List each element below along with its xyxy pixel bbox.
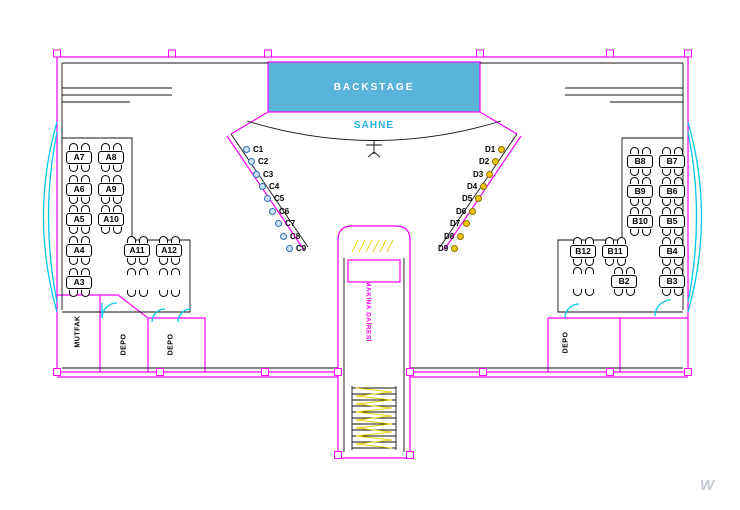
seat-d2[interactable]: D2 [479, 157, 500, 166]
table-b2[interactable]: B2 [611, 267, 637, 296]
table-label: B8 [627, 155, 653, 168]
table-b12[interactable]: B12 [570, 237, 596, 266]
seat-d8[interactable]: D8 [444, 232, 465, 241]
seat-c1[interactable]: C1 [243, 145, 263, 154]
room-label-kitchen: MUTFAK [74, 315, 82, 348]
table-label: B5 [659, 215, 685, 228]
table-b7[interactable]: B7 [659, 147, 685, 176]
table-label: B9 [627, 185, 653, 198]
table-label: B10 [627, 215, 653, 228]
seat-d5[interactable]: D5 [462, 194, 483, 203]
table-label: A11 [124, 244, 150, 257]
column-markers [53, 49, 692, 459]
table-b9[interactable]: B9 [627, 177, 653, 206]
table-label: B4 [659, 245, 685, 258]
seat-d6[interactable]: D6 [456, 207, 477, 216]
yellow-hatch [351, 239, 394, 449]
seat-dot [498, 145, 506, 153]
chairs-group [124, 268, 150, 297]
seat-c8[interactable]: C8 [280, 232, 300, 241]
chairs-top [68, 143, 90, 150]
seat-c6[interactable]: C6 [269, 207, 289, 216]
table-b5[interactable]: B5 [659, 207, 685, 236]
table-label: A9 [98, 183, 124, 196]
chairs-group [570, 267, 596, 296]
table-label: B12 [570, 245, 596, 258]
table-b4[interactable]: B4 [659, 237, 685, 266]
table-b6[interactable]: B6 [659, 177, 685, 206]
seat-d4[interactable]: D4 [467, 182, 488, 191]
table-b8[interactable]: B8 [627, 147, 653, 176]
table-a6[interactable]: A6 [66, 175, 92, 204]
table-a7[interactable]: A7 [66, 143, 92, 172]
table-label: A8 [98, 151, 124, 164]
table-label: A7 [66, 151, 92, 164]
chairs-group [156, 268, 182, 297]
table-label: B7 [659, 155, 685, 168]
table-label: A12 [156, 244, 182, 257]
table-a11[interactable]: A11 [124, 236, 150, 265]
table-label: B11 [602, 245, 628, 258]
seat-c7[interactable]: C7 [275, 219, 295, 228]
table-a3[interactable]: A3 [66, 268, 92, 297]
table-a5[interactable]: A5 [66, 205, 92, 234]
table-label: B3 [659, 275, 685, 288]
backstage-label: BACKSTAGE [333, 81, 415, 93]
room-label-machine-room: MAKİNA DAİRESİ [364, 281, 372, 342]
seat-c9[interactable]: C9 [286, 244, 306, 253]
table-a4[interactable]: A4 [66, 236, 92, 265]
table-a10[interactable]: A10 [98, 205, 124, 234]
seat-c2[interactable]: C2 [248, 157, 268, 166]
table-a9[interactable]: A9 [98, 175, 124, 204]
seat-d7[interactable]: D7 [450, 219, 471, 228]
seat-dot [243, 145, 250, 153]
table-label: A3 [66, 276, 92, 289]
table-b3[interactable]: B3 [659, 267, 685, 296]
table-label: B6 [659, 185, 685, 198]
table-label: B2 [611, 275, 637, 288]
table-label: A5 [66, 213, 92, 226]
seat-c5[interactable]: C5 [264, 194, 284, 203]
seat-d9[interactable]: D9 [438, 244, 459, 253]
backstage-rect [267, 61, 481, 113]
chairs-bottom [68, 165, 90, 172]
table-b10[interactable]: B10 [627, 207, 653, 236]
table-label: A10 [98, 213, 124, 226]
room-label-depo-2: DEPO [167, 333, 175, 356]
room-label-depo-right: DEPO [562, 331, 570, 354]
seat-c3[interactable]: C3 [253, 170, 273, 179]
seat-d3[interactable]: D3 [473, 170, 494, 179]
watermark: W [700, 477, 715, 494]
table-a8[interactable]: A8 [98, 143, 124, 172]
magenta-walls [56, 56, 689, 459]
room-label-depo-1: DEPO [120, 333, 128, 356]
table-label: A4 [66, 244, 92, 257]
table-a12[interactable]: A12 [156, 236, 182, 265]
table-label: A6 [66, 183, 92, 196]
table-b11[interactable]: B11 [602, 237, 628, 266]
stage-label: SAHNE [353, 120, 394, 131]
seat-d1[interactable]: D1 [485, 145, 506, 154]
seat-c4[interactable]: C4 [259, 182, 279, 191]
cyan-arcs-and-doors [42, 121, 703, 323]
